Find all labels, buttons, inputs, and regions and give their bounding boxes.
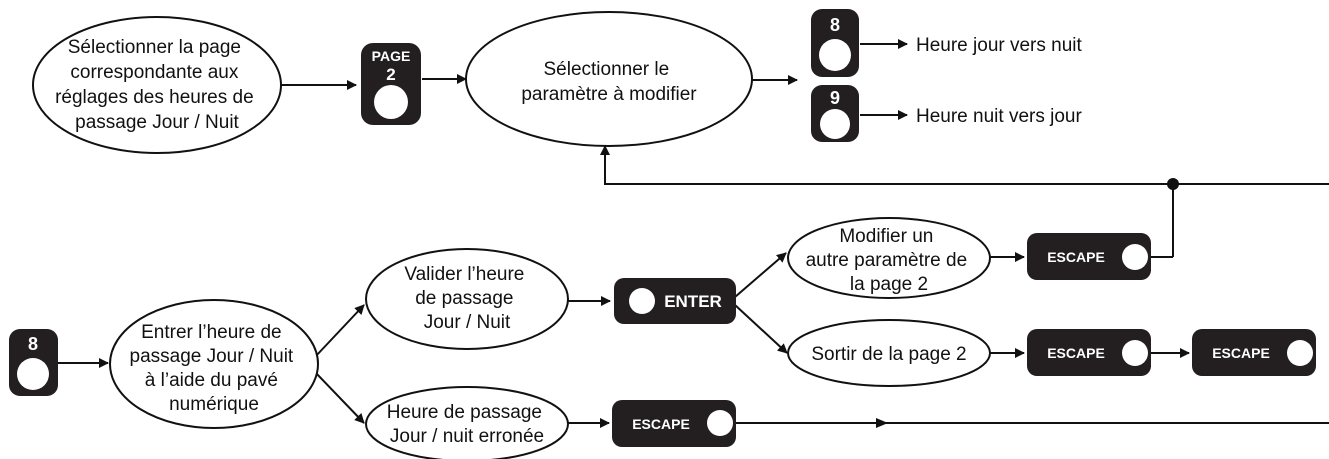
label-night-to-day: Heure nuit vers jour — [916, 106, 1082, 127]
key-button-circle — [374, 85, 408, 119]
arrow-enter-time-to-validate — [314, 304, 365, 358]
arrow-enter-to-exit-page — [734, 304, 788, 354]
escape-label: ESCAPE — [1047, 249, 1105, 265]
svg-text:Valider l’heure de passa: Valider l’heure de passage Jour / Nuit — [404, 264, 529, 333]
label-day-to-night: Heure jour vers nuit — [916, 35, 1083, 56]
node-line: Jour / Nuit — [424, 312, 511, 333]
escape-key-exit-2[interactable]: ESCAPE — [1192, 329, 1316, 376]
node-select-page: Sélectionner la page correspondante aux … — [32, 16, 282, 154]
escape-key-exit-1[interactable]: ESCAPE — [1027, 329, 1151, 376]
node-line: numérique — [169, 394, 259, 415]
arrow-enter-time-to-wrong — [314, 371, 365, 424]
svg-text:Sélectionner la page cor: Sélectionner la page correspondante aux … — [55, 37, 259, 133]
node-validate-time: Valider l’heure de passage Jour / Nuit — [365, 248, 569, 350]
return-line — [600, 145, 1329, 185]
page2-key[interactable]: PAGE 2 — [361, 43, 421, 125]
node-line: Valider l’heure — [404, 264, 524, 285]
node-line: à l’aide du pavé — [145, 370, 278, 391]
node-line: Sélectionner la page — [68, 37, 241, 58]
key-button-circle — [629, 288, 655, 314]
node-wrong-time: Heure de passage Jour / nuit erronée — [365, 386, 569, 459]
node-line: Modifier un — [839, 226, 933, 247]
svg-text:Sortir de la page 2: Sortir de la page 2 — [811, 344, 966, 365]
svg-text:Entrer l’heure de passag: Entrer l’heure de passage Jour / Nuit à … — [130, 322, 299, 415]
node-line: la page 2 — [850, 274, 928, 295]
node-line: autre paramètre de — [806, 250, 968, 271]
node-line: Heure de passage — [387, 402, 542, 423]
escape-key-wrong[interactable]: ESCAPE — [612, 400, 736, 447]
node-line: de passage — [415, 288, 513, 309]
key-8-bottom[interactable]: 8 — [9, 329, 58, 396]
node-line: Sortir de la page 2 — [811, 344, 966, 365]
svg-text:Modifier un autre paramè: Modifier un autre paramètre de la page 2 — [806, 226, 973, 295]
key-8-top[interactable]: 8 — [811, 9, 859, 77]
escape-label: ESCAPE — [1212, 345, 1270, 361]
escape-label: ESCAPE — [1047, 345, 1105, 361]
svg-text:Heure de passage Jour /: Heure de passage Jour / nuit erronée — [387, 402, 548, 447]
node-line: passage Jour / Nuit — [75, 112, 239, 133]
arrow-enter-to-modify-other — [734, 252, 787, 298]
node-line: correspondante aux — [70, 62, 238, 83]
key-number: 8 — [28, 334, 38, 354]
node-line: Sélectionner le — [544, 59, 670, 80]
escape-key-modify[interactable]: ESCAPE — [1027, 233, 1151, 280]
key-button-circle — [1122, 340, 1148, 366]
key-button-circle — [17, 358, 49, 390]
key-9[interactable]: 9 — [811, 85, 859, 142]
key-button-circle — [820, 109, 850, 139]
enter-label: ENTER — [664, 292, 722, 311]
junction-dot — [1167, 178, 1179, 190]
node-modify-other: Modifier un autre paramètre de la page 2 — [787, 217, 991, 299]
page-key-number: 2 — [386, 65, 395, 84]
node-exit-page: Sortir de la page 2 — [787, 319, 991, 387]
escape-label: ESCAPE — [632, 416, 690, 432]
key-button-circle — [1287, 340, 1313, 366]
key-button-circle — [707, 410, 733, 436]
node-enter-time: Entrer l’heure de passage Jour / Nuit à … — [109, 299, 319, 429]
node-line: réglages des heures de — [55, 87, 254, 108]
enter-key[interactable]: ENTER — [614, 278, 736, 324]
key-button-circle — [1122, 244, 1148, 270]
key-number: 9 — [830, 88, 840, 108]
node-line: passage Jour / Nuit — [130, 346, 294, 367]
svg-text:Sélectionner le paramètr: Sélectionner le paramètre à modifier — [521, 59, 697, 105]
node-select-param: Sélectionner le paramètre à modifier — [465, 11, 753, 147]
key-number: 8 — [830, 15, 840, 35]
node-line: Jour / nuit erronée — [390, 426, 544, 447]
bottom-line-arrowhead — [876, 418, 888, 428]
node-line: paramètre à modifier — [521, 84, 697, 105]
connectors — [58, 39, 1329, 428]
page-key-label: PAGE — [372, 48, 411, 64]
key-button-circle — [819, 39, 851, 71]
node-line: Entrer l’heure de — [141, 322, 281, 343]
